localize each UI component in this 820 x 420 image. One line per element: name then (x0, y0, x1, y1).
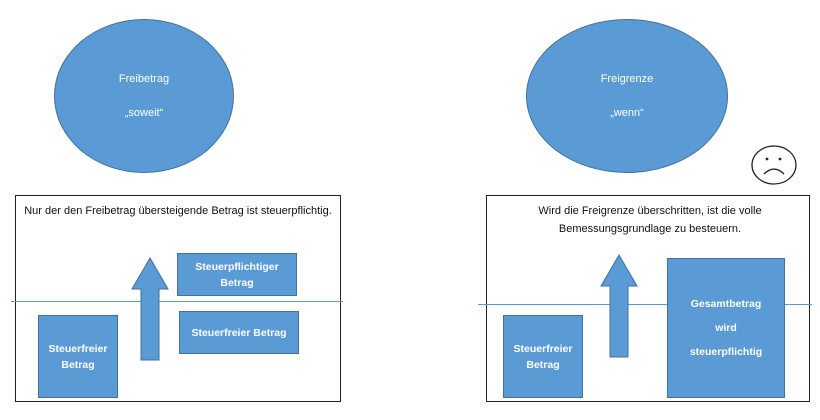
sad-face-icon (750, 144, 798, 186)
freigrenze-subtitle: „wenn“ (610, 107, 644, 119)
freibetrag-ellipse: Freibetrag „soweit“ (54, 19, 234, 173)
up-arrow-icon (130, 257, 170, 361)
steuerfreier-betrag-block-2: Steuerfreier Betrag (179, 311, 299, 354)
freibetrag-title: Freibetrag (118, 73, 170, 85)
steuerfreier-betrag-block-right: Steuerfreier Betrag (503, 315, 583, 398)
freigrenze-title: Freigrenze (600, 73, 654, 85)
up-arrow-icon-right (599, 254, 639, 358)
freibetrag-threshold-line (11, 301, 343, 302)
freigrenze-threshold-line (478, 304, 812, 305)
gesamtbetrag-block: Gesamtbetrag wird steuerpflichtig (667, 258, 785, 398)
freibetrag-subtitle: „soweit“ (124, 107, 164, 119)
steuerfreier-betrag-block: Steuerfreier Betrag (38, 315, 118, 398)
freigrenze-ellipse: Freigrenze „wenn“ (526, 19, 728, 173)
freibetrag-caption: Nur der den Freibetrag übersteigende Bet… (24, 205, 332, 217)
freigrenze-caption: Wird die Freigrenze überschritten, ist d… (538, 205, 762, 235)
steuerpflichtiger-betrag-block: Steuerpflichtiger Betrag (177, 253, 297, 296)
